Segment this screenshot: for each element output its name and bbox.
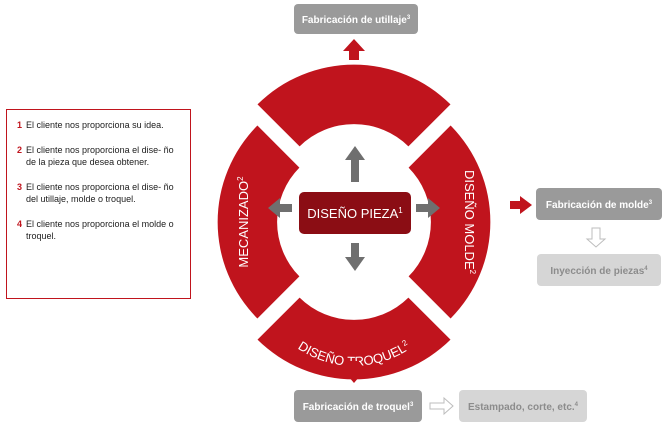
legend-number: 3 [17, 182, 23, 192]
box-fabricacion-troquel-label: Fabricación de troquel3 [303, 402, 414, 413]
legend-item-1: 1 El cliente nos proporciona su idea. [17, 119, 184, 131]
outline-arrow-right-icon [429, 396, 454, 416]
red-arrow-up-icon [343, 39, 365, 60]
box-fabricacion-molde [536, 188, 662, 220]
ring-segment-bottom [257, 297, 451, 380]
box-estampado-corte-label: Estampado, corte, etc.4 [468, 402, 579, 413]
legend-item-2: 2 El cliente nos proporciona el dise- ño… [17, 144, 184, 168]
legend-number: 2 [17, 145, 23, 155]
legend-text: El cliente nos proporciona el molde o tr… [26, 219, 174, 241]
arrow-right-icon [416, 198, 440, 218]
legend-text: El cliente nos proporciona el dise- ño d… [26, 182, 174, 204]
legend-item-3: 3 El cliente nos proporciona el dise- ño… [17, 181, 184, 205]
box-inyeccion-piezas [537, 254, 661, 286]
red-arrow-right-icon [510, 196, 532, 214]
ring-segment-right [408, 125, 491, 319]
box-inyeccion-piezas-label: Inyección de piezas4 [550, 266, 648, 277]
box-estampado-corte [459, 390, 587, 422]
red-arrow-down-icon [343, 361, 365, 383]
ring-label-right: DISEÑO MOLDE2 [462, 170, 477, 275]
legend-text: El cliente nos proporciona su idea. [26, 120, 164, 130]
center-box [299, 192, 411, 234]
ring-segment-top [257, 64, 451, 147]
arrow-down-icon [345, 243, 365, 271]
legend-item-4: 4 El cliente nos proporciona el molde o … [17, 218, 184, 242]
arrow-left-icon [268, 198, 292, 218]
box-fabricacion-utillaje-label: Fabricación de utillaje3 [302, 15, 411, 26]
legend-text: El cliente nos proporciona el dise- ño d… [26, 145, 174, 167]
legend-box: 1 El cliente nos proporciona su idea. 2 … [6, 109, 191, 299]
center-label: DISEÑO PIEZA1 [307, 206, 403, 221]
legend-number: 1 [17, 120, 23, 130]
box-fabricacion-molde-label: Fabricación de molde3 [546, 200, 653, 211]
legend-number: 4 [17, 219, 23, 229]
outline-arrow-down-icon [585, 227, 607, 248]
box-fabricacion-troquel [294, 390, 422, 422]
ring-segment-left [217, 125, 300, 319]
box-fabricacion-utillaje [294, 4, 418, 34]
ring-label-left: MECANIZADO2 [236, 176, 251, 268]
arrow-up-icon [345, 146, 365, 182]
